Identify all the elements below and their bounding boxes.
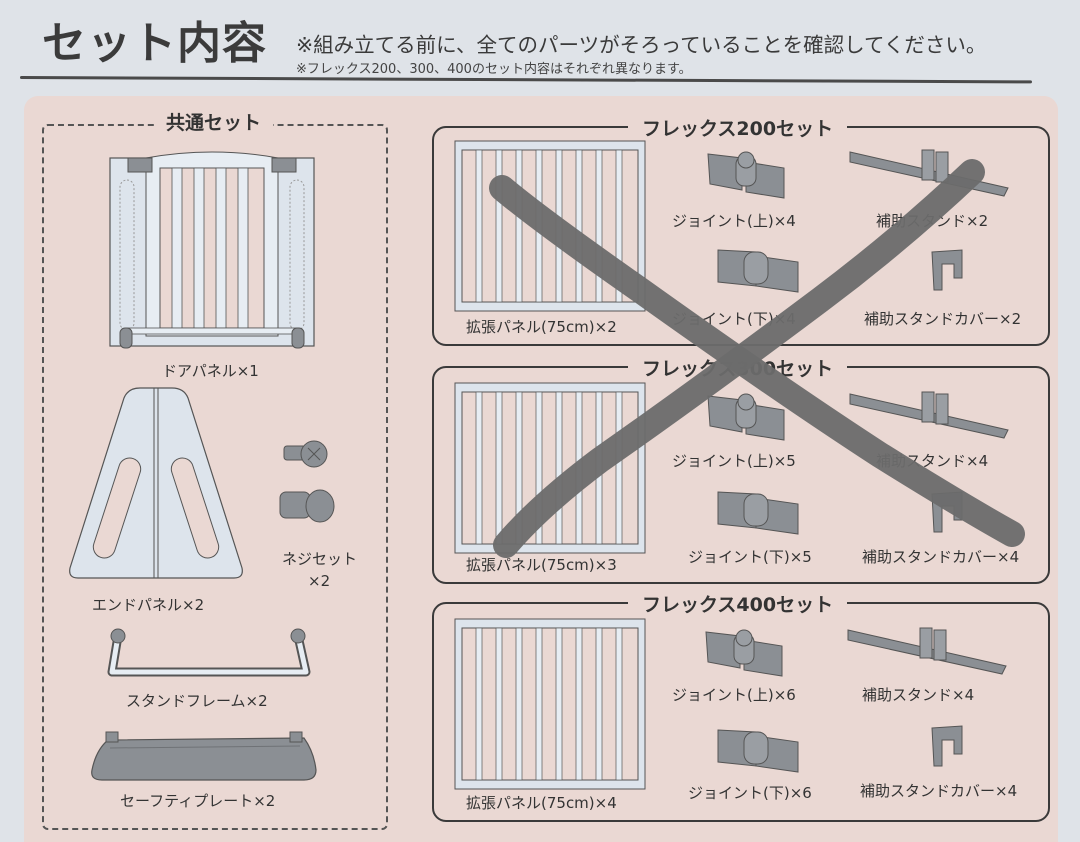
expansion-panel-icon [454, 618, 646, 790]
stand-frame-icon [107, 628, 311, 677]
screw-set-icon [279, 440, 335, 523]
safety-plate-label: セーフティプレート×2 [120, 792, 276, 810]
support-stand-icon [847, 627, 1007, 675]
support-stand-icon [849, 149, 1009, 197]
joint-upper-icon [707, 393, 785, 441]
flex400-joint-lower-label: ジョイント(下)×6 [688, 784, 812, 802]
screw-set-qty: ×2 [308, 572, 331, 590]
flex200-panel-label: 拡張パネル(75cm)×2 [466, 318, 617, 336]
flex400-joint-upper-label: ジョイント(上)×6 [672, 686, 796, 704]
end-panel-icon [69, 387, 243, 579]
joint-upper-icon [707, 151, 785, 199]
joint-lower-icon [717, 249, 799, 293]
end-panel-label: エンドパネル×2 [92, 596, 205, 614]
safety-plate-icon [91, 731, 317, 781]
stand-frame-label: スタンドフレーム×2 [126, 692, 268, 710]
flex400-set-title: フレックス400セット [628, 590, 848, 617]
flex200-joint-upper-label: ジョイント(上)×4 [672, 212, 796, 230]
flex300-stand-cover-label: 補助スタンドカバー×4 [862, 548, 1020, 566]
header-divider [19, 76, 1032, 84]
joint-lower-icon [717, 729, 799, 773]
page-title: セット内容 [42, 18, 267, 69]
flex200-stand-label: 補助スタンド×2 [876, 212, 989, 230]
flex300-joint-lower-label: ジョイント(下)×5 [688, 548, 812, 566]
stand-cover-icon [931, 725, 963, 767]
common-set-title: 共通セット [154, 108, 274, 135]
set-difference-note: ※フレックス200、300、400のセット内容はそれぞれ異なります。 [296, 62, 692, 77]
flex200-set-title: フレックス200セット [628, 114, 848, 141]
door-panel-label: ドアパネル×1 [162, 362, 259, 380]
flex300-panel-label: 拡張パネル(75cm)×3 [466, 556, 617, 574]
stand-cover-icon [931, 249, 963, 291]
stand-cover-icon [931, 491, 963, 533]
joint-lower-icon [717, 491, 799, 535]
flex300-stand-label: 補助スタンド×4 [876, 452, 989, 470]
flex400-stand-cover-label: 補助スタンドカバー×4 [860, 782, 1018, 800]
screw-set-label: ネジセット [282, 550, 358, 568]
flex400-stand-label: 補助スタンド×4 [862, 686, 975, 704]
flex300-set-title: フレックス300セット [628, 354, 848, 381]
expansion-panel-icon [454, 382, 646, 554]
door-panel-icon [109, 151, 315, 349]
joint-upper-icon [705, 629, 783, 677]
flex400-panel-label: 拡張パネル(75cm)×4 [466, 794, 617, 812]
expansion-panel-icon [454, 140, 646, 312]
assembly-note: ※組み立てる前に、全てのパーツがそろっていることを確認してください。 [296, 33, 987, 57]
flex200-joint-lower-label: ジョイント(下)×4 [672, 310, 796, 328]
flex300-joint-upper-label: ジョイント(上)×5 [672, 452, 796, 470]
support-stand-icon [849, 391, 1009, 439]
flex200-stand-cover-label: 補助スタンドカバー×2 [864, 310, 1022, 328]
